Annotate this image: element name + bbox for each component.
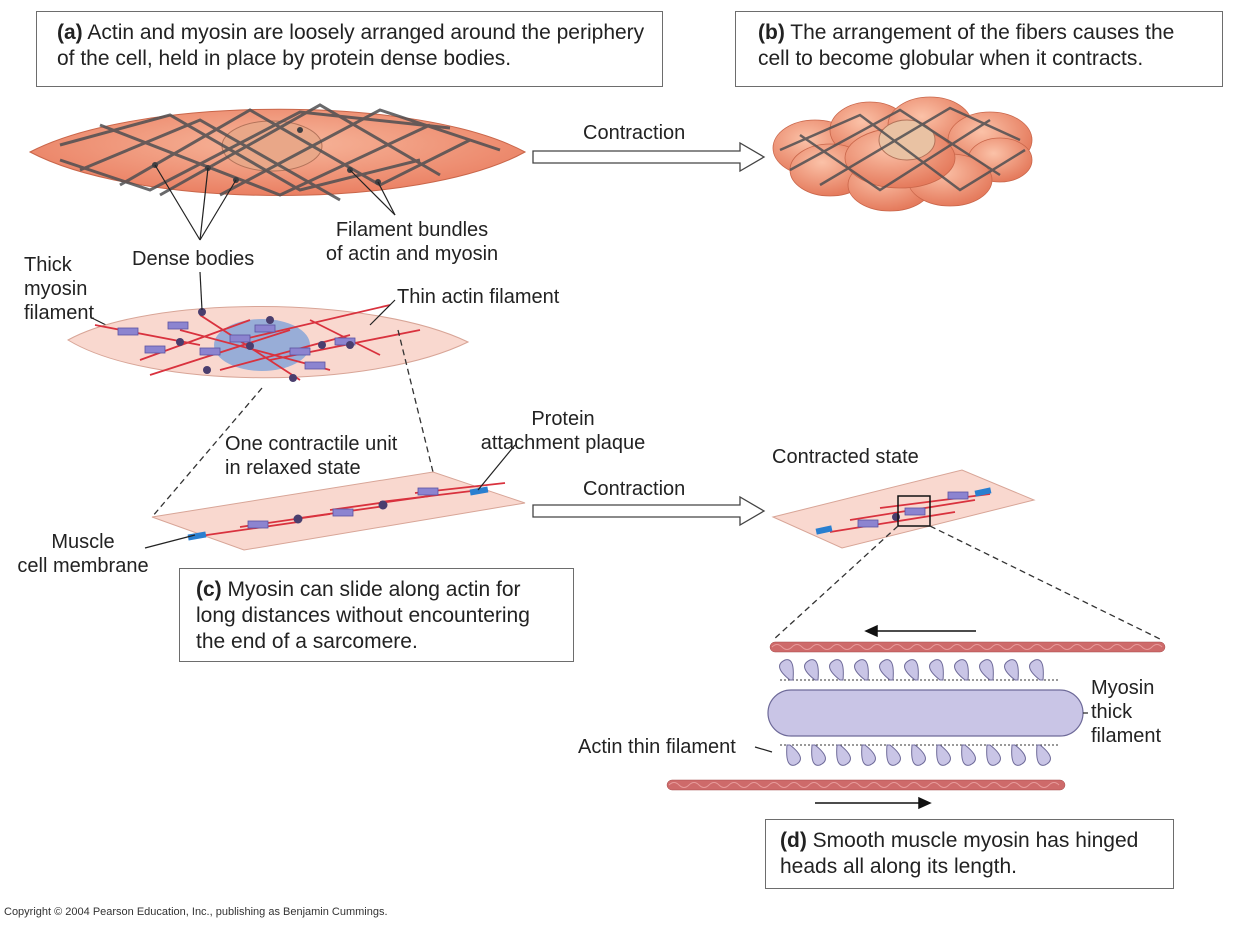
myosin-line2: thick xyxy=(1091,701,1133,723)
muscle-line2: cell membrane xyxy=(17,555,149,577)
contracted-unit xyxy=(771,469,1036,549)
thick-line2: myosin xyxy=(24,278,88,300)
copyright: Copyright © 2004 Pearson Education, Inc.… xyxy=(4,906,388,918)
muscle-line1: Muscle xyxy=(51,531,115,553)
actin-thin-label: Actin thin filament xyxy=(578,736,736,758)
contraction-label-mid: Contraction xyxy=(583,478,686,500)
nucleus-icon xyxy=(878,119,936,161)
filament-bundles-line1: Filament bundles xyxy=(335,219,489,241)
myosin-thick-label: Myosin thick filament xyxy=(1091,676,1161,748)
muscle-membrane-label: Muscle cell membrane xyxy=(8,530,158,578)
dense-bodies-label: Dense bodies xyxy=(132,248,255,270)
panel-a-letter: (a) xyxy=(57,21,83,44)
contracted-state-label: Contracted state xyxy=(772,446,919,468)
contraction-arrow-top xyxy=(532,141,766,173)
panel-b-caption: (b) The arrangement of the fibers causes… xyxy=(735,11,1223,87)
panel-d-caption: (d) Smooth muscle myosin has hinged head… xyxy=(765,819,1174,889)
unit-line2: in relaxed state xyxy=(225,457,361,479)
panel-a-text: Actin and myosin are loosely arranged ar… xyxy=(57,21,645,70)
panel-b-text: The arrangement of the fibers causes the… xyxy=(758,21,1175,70)
panel-d-letter: (d) xyxy=(780,829,807,852)
thick-line1: Thick xyxy=(24,254,72,276)
contraction-label-top: Contraction xyxy=(583,122,686,144)
protein-line2: attachment plaque xyxy=(480,432,646,454)
contracted-cell xyxy=(772,96,1033,212)
relaxed-cell xyxy=(28,103,527,202)
actin-filament-top xyxy=(769,641,1166,653)
myosin-line1: Myosin xyxy=(1091,677,1155,699)
protein-line1: Protein xyxy=(531,408,595,430)
thick-line3: filament xyxy=(24,302,95,324)
zoom-box xyxy=(897,495,931,527)
filament-cell xyxy=(67,304,470,382)
protein-plaque-label: Protein attachment plaque xyxy=(468,407,658,455)
panel-d-text: Smooth muscle myosin has hinged heads al… xyxy=(780,829,1139,878)
filament-bundles-label: Filament bundles of actin and myosin xyxy=(312,218,512,266)
contraction-arrow-mid xyxy=(532,495,766,527)
thick-myosin-label: Thick myosin filament xyxy=(24,253,94,325)
panel-a-caption: (a) Actin and myosin are loosely arrange… xyxy=(36,11,663,87)
filament-bundles-line2: of actin and myosin xyxy=(325,243,499,265)
panel-c-text: Myosin can slide along actin for long di… xyxy=(196,578,530,653)
panel-b-letter: (b) xyxy=(758,21,785,44)
contractile-unit-label: One contractile unit in relaxed state xyxy=(225,432,397,480)
actin-filament-bottom xyxy=(666,779,1066,791)
relaxed-unit xyxy=(151,471,526,551)
thin-actin-label: Thin actin filament xyxy=(397,286,560,308)
myosin-line3: filament xyxy=(1091,725,1162,747)
panel-c-caption: (c) Myosin can slide along actin for lon… xyxy=(179,568,574,662)
myosin-thick-filament xyxy=(767,659,1084,766)
panel-c-letter: (c) xyxy=(196,578,222,601)
unit-line1: One contractile unit xyxy=(225,433,398,455)
